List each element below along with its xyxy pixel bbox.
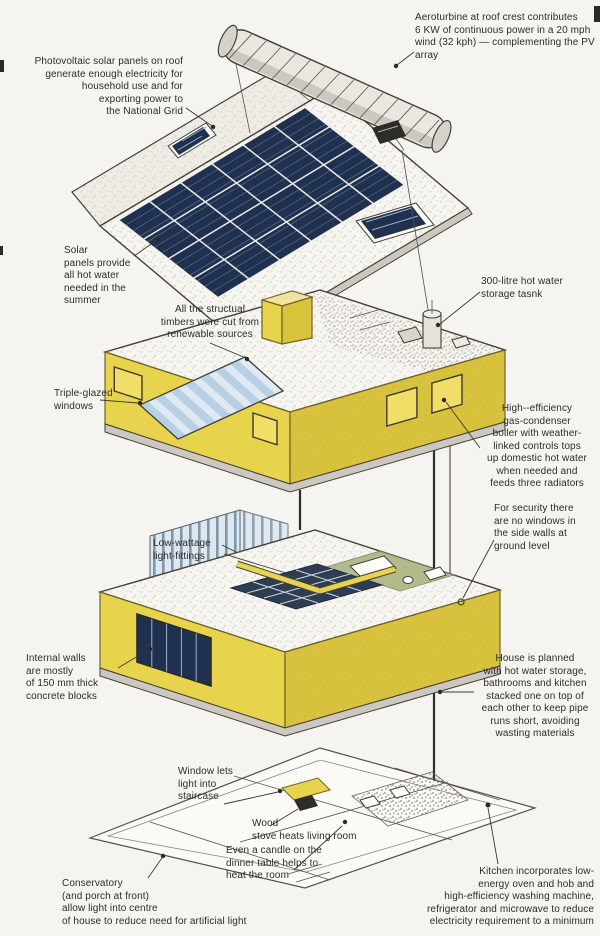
triple-glazed-roof-windows — [140, 357, 283, 439]
security-marker — [457, 598, 465, 606]
label-triple-glazed: Triple-glazed windows — [54, 388, 113, 412]
wood-stove — [294, 795, 318, 811]
leader-lines — [99, 51, 499, 879]
label-light-fittings: Low-wattage light-fittings — [153, 538, 211, 562]
pv-panel-array — [118, 107, 405, 298]
label-security: For security there are no windows in the… — [494, 503, 576, 552]
ground-floor — [97, 529, 503, 737]
label-house-planning: House is planned with hot water storage,… — [481, 653, 589, 739]
roof-with-pv-array — [72, 56, 472, 350]
label-wood-stove: Wood stove heats living room — [252, 818, 357, 842]
staircase-area — [281, 777, 331, 801]
label-kitchen: Kitchen incorporates low- energy oven an… — [426, 866, 594, 927]
scan-marks — [0, 6, 600, 255]
roof-skylight-upper — [167, 122, 217, 159]
upper-floor — [105, 289, 508, 493]
label-boiler: High--efficiency gas-condenser boiler wi… — [487, 403, 587, 489]
label-hot-water-tank: 300-litre hot water storage tasnk — [481, 276, 563, 300]
label-conservatory: Conservatory (and porch at front) allow … — [62, 878, 247, 927]
candle-marker — [342, 819, 348, 825]
foundation-plan — [87, 747, 538, 889]
kitchen-area — [351, 771, 469, 827]
roof-skylight-lower — [355, 202, 435, 244]
label-candle: Even a candle on the dinner table helps … — [226, 845, 322, 881]
label-solar-thermal: Solar panels provide all hot water neede… — [64, 245, 131, 306]
chimney — [260, 290, 314, 345]
label-staircase-window: Window lets light into staircase — [178, 766, 234, 802]
label-aeroturbine: Aeroturbine at roof crest contributes 6 … — [415, 12, 595, 61]
label-internal-walls: Internal walls are mostly of 150 mm thic… — [26, 653, 99, 702]
label-timbers: All the structual timbers were cut from … — [160, 304, 260, 340]
aeroturbine-illustration — [217, 24, 452, 153]
hot-water-tank-illustration — [349, 300, 471, 349]
label-photovoltaic: Photovoltaic solar panels on roof genera… — [34, 56, 183, 117]
internal-wall-panel — [136, 612, 212, 688]
